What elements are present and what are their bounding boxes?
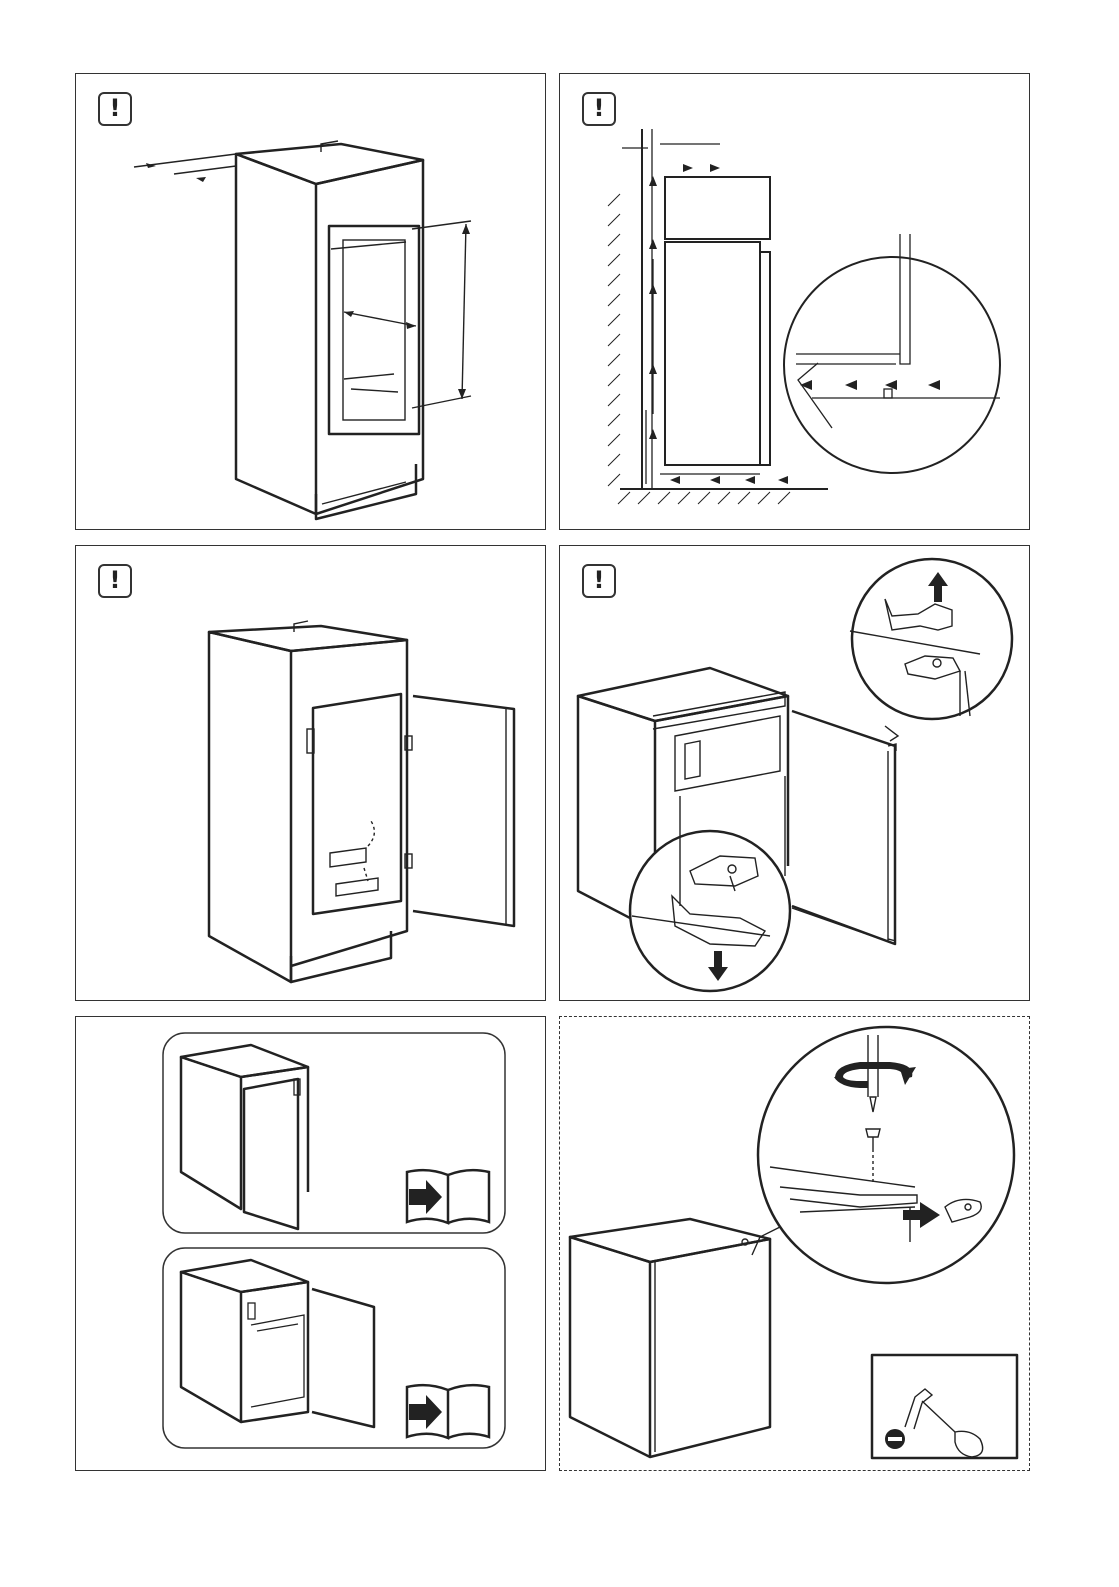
cabinet-niche-illustration	[76, 74, 546, 530]
panel-niche-dimensions: !	[75, 73, 546, 530]
cabinet-door-illustration	[76, 546, 546, 1001]
panel-cover-screw	[559, 1016, 1030, 1471]
hinge-removal-illustration	[560, 546, 1030, 1001]
flathead-slot-icon	[885, 1429, 905, 1449]
panel-door-reversal	[75, 1016, 546, 1471]
door-reversal-illustration	[76, 1017, 546, 1471]
panel-cabinet-door: !	[75, 545, 546, 1001]
panel-hinge-removal: !	[559, 545, 1030, 1001]
panel-ventilation: !	[559, 73, 1030, 530]
book-reference-icon	[407, 1170, 489, 1438]
arrow-right-icon	[409, 1180, 442, 1429]
reference-box-1	[163, 1033, 505, 1233]
cover-screw-illustration	[560, 1017, 1030, 1471]
ventilation-illustration	[560, 74, 1030, 530]
